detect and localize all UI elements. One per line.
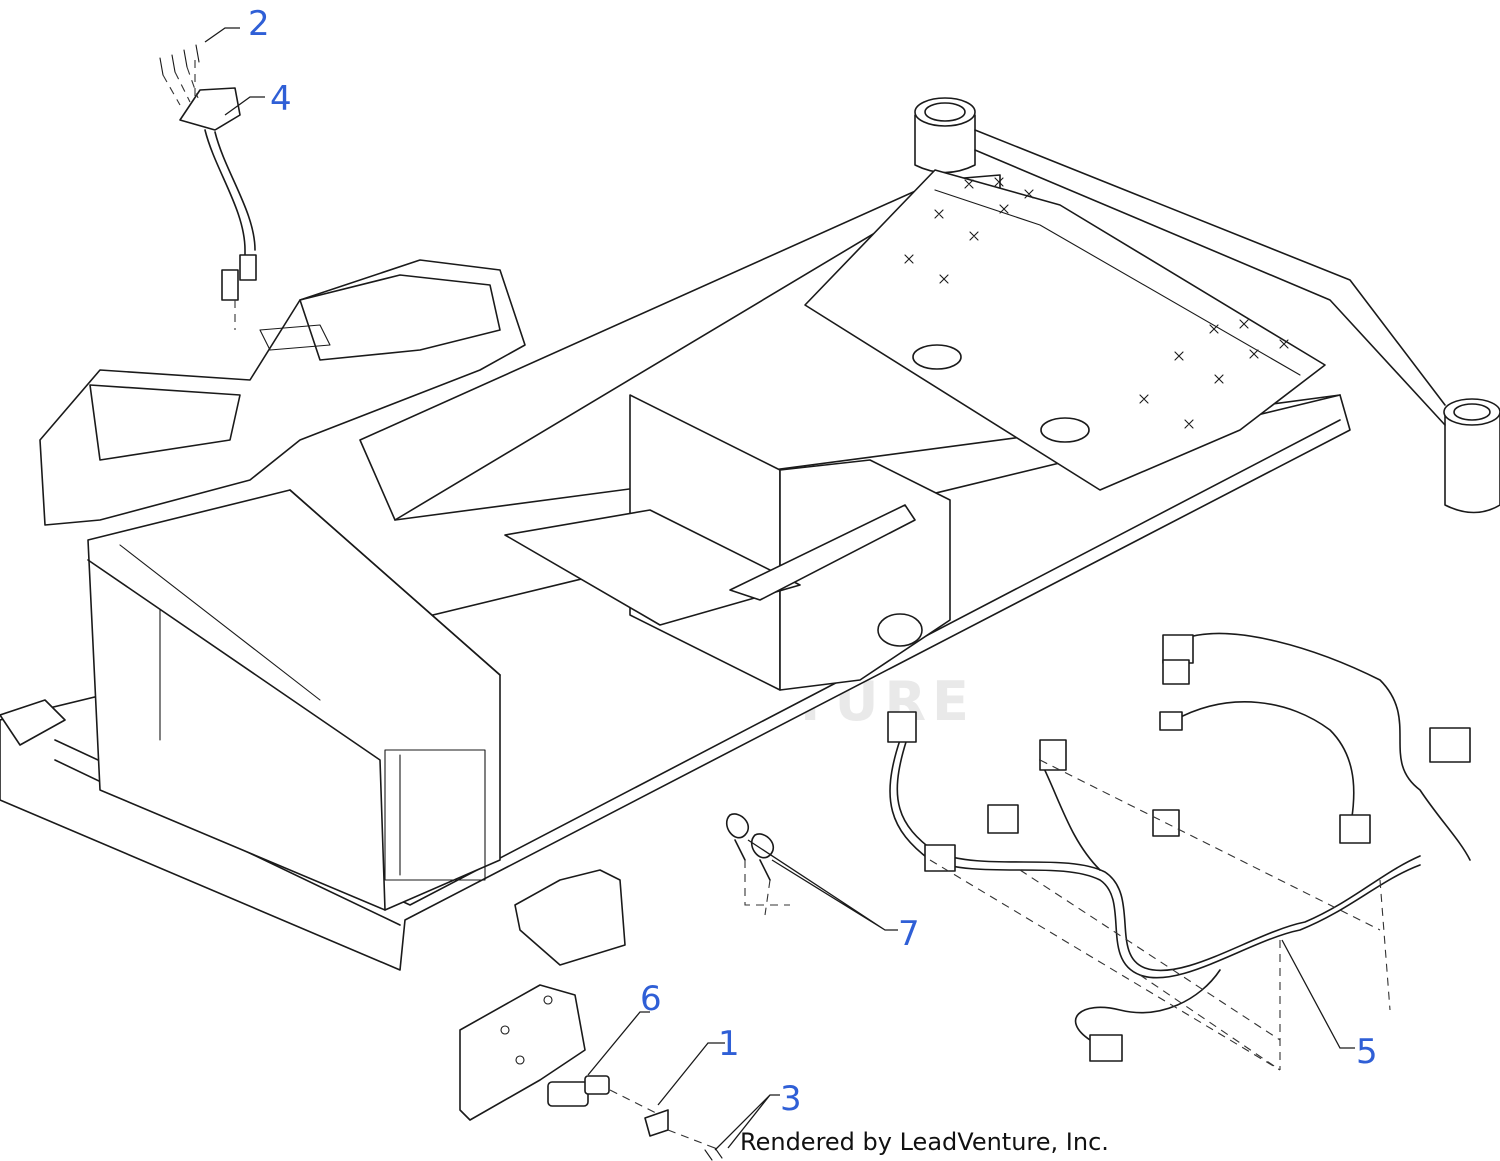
callout-1[interactable]: 1 bbox=[718, 1024, 740, 1064]
callout-labels: 2 4 1 3 6 7 5 bbox=[248, 4, 1378, 1119]
harness-connector-h bbox=[1159, 711, 1183, 731]
leader-7 bbox=[747, 839, 898, 931]
callout-6[interactable]: 6 bbox=[640, 979, 662, 1019]
callout-7[interactable]: 7 bbox=[898, 914, 920, 954]
leader-1 bbox=[657, 1042, 725, 1106]
part-1-bracket-clip bbox=[644, 1109, 721, 1151]
harness-connector-d bbox=[1039, 739, 1067, 771]
harness-connector-f bbox=[1162, 634, 1194, 664]
harness-connector-k bbox=[1089, 1034, 1123, 1062]
part-7-clips bbox=[725, 813, 790, 916]
deck-fastener-marks bbox=[904, 177, 1289, 429]
callout-5[interactable]: 5 bbox=[1356, 1032, 1378, 1072]
render-credit: Rendered by LeadVenture, Inc. bbox=[740, 1128, 1109, 1156]
callout-2[interactable]: 2 bbox=[248, 4, 270, 44]
harness-connector-j bbox=[1339, 814, 1371, 844]
leader-3 bbox=[714, 1094, 780, 1151]
callout-leaders bbox=[204, 27, 1355, 1151]
callout-3[interactable]: 3 bbox=[780, 1079, 802, 1119]
leader-6 bbox=[587, 1011, 650, 1076]
switch-housing bbox=[179, 87, 241, 131]
rear-deck bbox=[804, 169, 1326, 491]
part-6-sensor bbox=[547, 1075, 661, 1116]
leader-4 bbox=[224, 96, 265, 116]
floor-plate bbox=[504, 509, 801, 626]
harness-connector-c bbox=[924, 844, 956, 872]
rear-post-right bbox=[1444, 414, 1500, 514]
harness-connector-b bbox=[987, 804, 1019, 834]
leader-2 bbox=[204, 27, 240, 43]
battery-pack bbox=[87, 489, 501, 911]
leader-5 bbox=[1281, 939, 1355, 1049]
harness-connector-i bbox=[1429, 727, 1471, 763]
console-body bbox=[39, 259, 526, 526]
part-2-screws bbox=[159, 44, 200, 106]
lower-bracket bbox=[459, 984, 586, 1121]
callout-4[interactable]: 4 bbox=[270, 79, 292, 119]
console-fender bbox=[39, 259, 526, 526]
harness-connector-a bbox=[887, 711, 917, 743]
part-4-key-switch-assembly bbox=[179, 60, 257, 330]
part-3-fasteners bbox=[704, 1147, 723, 1161]
part-5-wiring-harness bbox=[887, 632, 1471, 1071]
harness-connector-e bbox=[1152, 809, 1180, 837]
front-mount-bracket bbox=[459, 869, 626, 1121]
harness-connector-g bbox=[1162, 659, 1190, 685]
